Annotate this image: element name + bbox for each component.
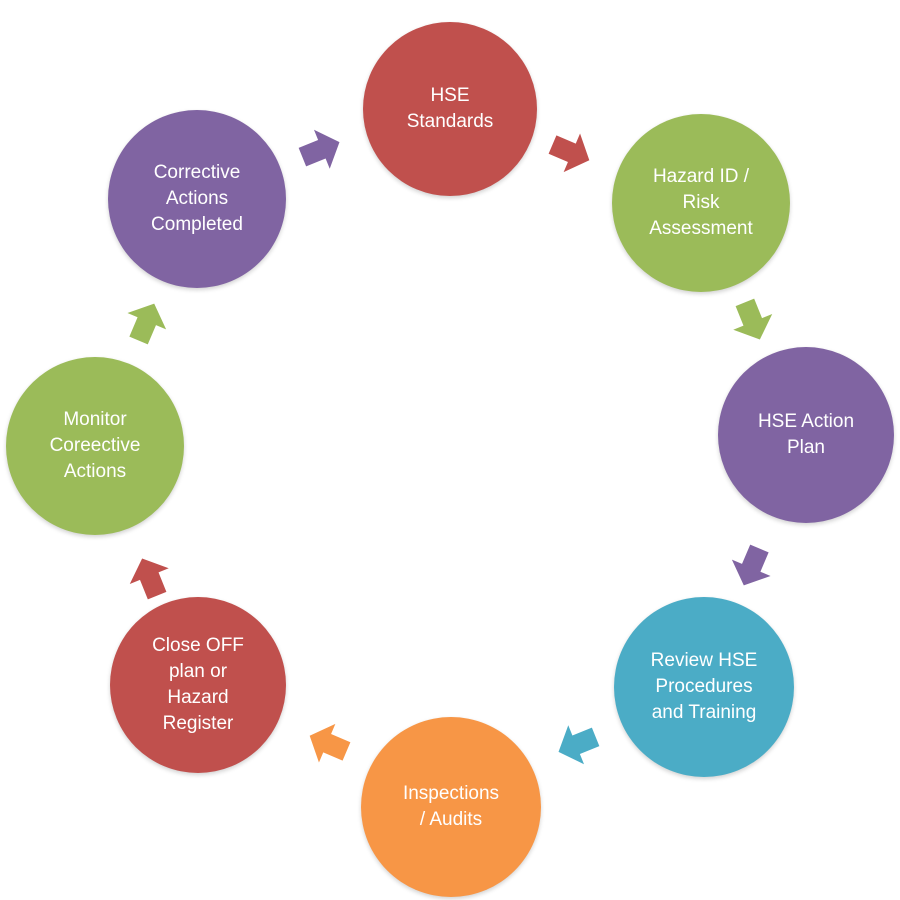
arrow-monitor-to-corrective-completed (127, 303, 167, 345)
arrow-inspections-to-close-off (309, 723, 351, 763)
arrow-hazard-id-to-action-plan (733, 298, 773, 340)
node-label: Hazard ID / Risk Assessment (649, 166, 753, 239)
node-hse-standards: HSE Standards (363, 22, 537, 196)
node-label: Review HSE Procedures and Training (650, 650, 758, 723)
node-hazard-id-risk-assessment: Hazard ID / Risk Assessment (612, 114, 790, 292)
arrow-standards-to-hazard-id (548, 133, 590, 173)
node-label: Corrective Actions Completed (151, 162, 243, 235)
arrow-review-procedures-to-inspections (558, 725, 600, 765)
node-monitor-corrective-actions: Monitor Coreective Actions (6, 357, 184, 535)
node-label: Monitor Coreective Actions (49, 409, 141, 482)
node-corrective-actions-completed: Corrective Actions Completed (108, 110, 286, 288)
arrow-close-off-to-monitor (129, 558, 169, 600)
node-label: HSE Standards (406, 85, 494, 132)
node-review-hse-procedures: Review HSE Procedures and Training (614, 597, 794, 777)
node-close-off-plan: Close OFF plan or Hazard Register (110, 597, 286, 773)
arrow-action-plan-to-review-procedures (731, 544, 771, 586)
node-label: Inspections / Audits (402, 783, 500, 830)
node-inspections-audits: Inspections / Audits (361, 717, 541, 897)
node-label: Close OFF plan or Hazard Register (152, 635, 244, 734)
arrow-corrective-completed-to-standards (298, 129, 340, 169)
node-label: HSE Action Plan (757, 411, 855, 458)
node-hse-action-plan: HSE Action Plan (718, 347, 894, 523)
